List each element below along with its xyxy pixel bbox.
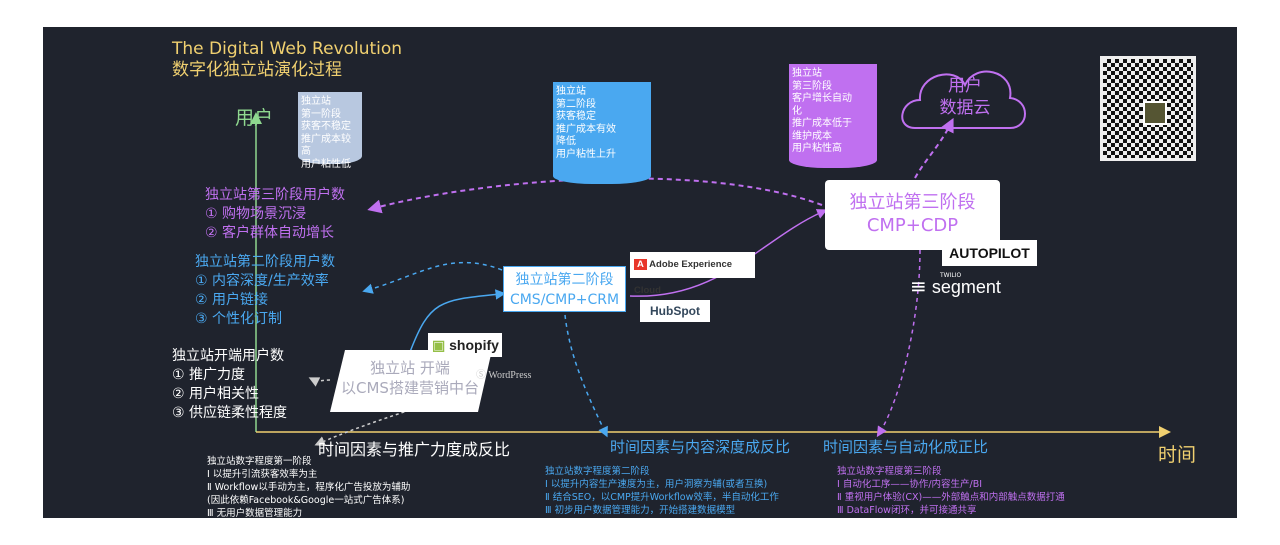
title-block: The Digital Web Revolution 数字化独立站演化过程 [172, 39, 402, 81]
stage1-parallelogram [330, 350, 492, 412]
adobe-logo: A Adobe Experience Cloud [630, 252, 755, 296]
stage1-box: 独立站 开端以CMS搭建营销中台 [341, 359, 479, 397]
time-label-stage3: 时间因素与自动化成正比 [823, 438, 989, 456]
x-axis-label: 时间 [1158, 444, 1197, 466]
title-zh: 数字化独立站演化过程 [172, 60, 342, 80]
segment-logo: ≡ TWILIO segment [910, 272, 1001, 298]
qr-code [1100, 56, 1196, 161]
dash-stage3-time [876, 249, 921, 438]
curve-stage1-2 [409, 289, 506, 353]
note-stage3: 独立站第三阶段客户增长自动化推广成本低于维护成本用户粘性高 [789, 64, 877, 168]
time-label-stage1: 时间因素与推广力度成反比 [318, 440, 511, 459]
dash-stage3-users [367, 177, 823, 214]
cloud-shape [901, 70, 1026, 129]
user-data-cloud: 用户数据云 [939, 76, 991, 118]
title-en: The Digital Web Revolution [172, 39, 403, 59]
shopify-logo: ▣ shopify [428, 333, 502, 357]
dash-stage2-time [564, 314, 608, 438]
note-stage1: 独立站第一阶段获客不稳定推广成本较高用户粘性低 [298, 92, 362, 170]
note-stage2: 独立站第二阶段获客稳定推广成本有效降低用户粘性上升 [553, 82, 651, 184]
dash-stage1-users [308, 377, 331, 387]
wordpress-logo: Ⓢ WordPress [476, 370, 532, 381]
dash-stage1-time [314, 409, 411, 447]
dash-stage3-cloud [914, 117, 954, 179]
hubspot-logo: HubSpot [640, 300, 710, 322]
time-label-stage2: 时间因素与内容深度成反比 [610, 438, 791, 456]
dash-stage2-users [362, 261, 503, 294]
y-axis-label: 用户 [235, 107, 274, 129]
autopilot-logo: AUTOPILOT [942, 240, 1037, 266]
